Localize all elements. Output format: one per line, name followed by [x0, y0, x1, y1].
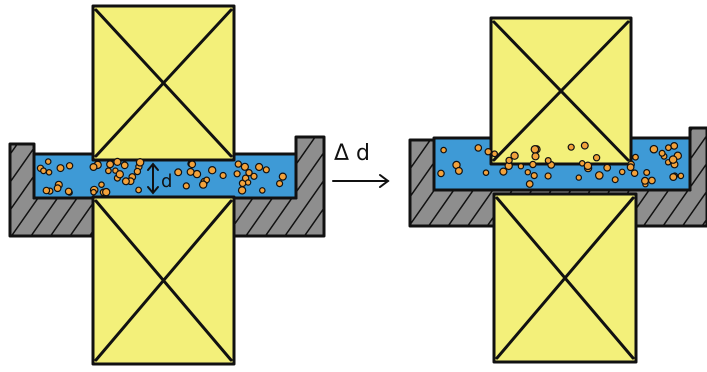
particle — [278, 172, 287, 181]
particle — [474, 144, 483, 152]
particle — [244, 179, 252, 186]
particle — [198, 180, 208, 189]
particle — [583, 161, 593, 171]
particle — [237, 186, 247, 195]
particle — [104, 167, 112, 175]
particle — [530, 172, 538, 180]
particle — [505, 156, 513, 165]
particle — [53, 184, 62, 193]
particle — [42, 186, 51, 195]
particle — [618, 168, 626, 176]
transition-arrow: Δ d — [332, 141, 390, 188]
particle — [258, 187, 266, 194]
gap-indicator: d — [147, 162, 172, 195]
left-top-magnet — [91, 4, 236, 162]
particle — [115, 170, 125, 179]
particle — [643, 169, 651, 177]
left-particles — [36, 157, 287, 197]
particle — [630, 169, 639, 178]
particle — [56, 164, 65, 173]
particle — [233, 170, 241, 178]
particle — [648, 176, 656, 185]
particle — [89, 163, 98, 172]
particle — [510, 151, 519, 160]
particle — [603, 163, 612, 172]
particle — [98, 181, 105, 189]
particle — [677, 172, 685, 180]
particle — [530, 145, 540, 154]
particle — [219, 171, 227, 180]
particle — [665, 144, 672, 152]
particle — [262, 166, 270, 174]
particle — [529, 160, 537, 169]
particle — [135, 186, 143, 194]
particle — [544, 157, 552, 165]
particle — [632, 153, 639, 161]
particle — [40, 167, 47, 175]
particle — [101, 187, 111, 197]
particle — [120, 161, 129, 170]
gap-label: d — [161, 171, 172, 192]
left-configuration: d — [8, 4, 326, 366]
right-configuration — [408, 16, 707, 364]
particle — [531, 152, 540, 161]
particle — [174, 168, 183, 177]
particle — [491, 150, 499, 158]
particle — [575, 174, 583, 181]
particle — [133, 167, 142, 176]
particle — [234, 160, 242, 168]
particle — [207, 165, 217, 175]
particle — [64, 187, 73, 196]
particle — [670, 141, 679, 150]
particle — [669, 173, 678, 182]
left-bottom-magnet — [91, 195, 236, 366]
particle — [245, 168, 253, 177]
particle — [121, 177, 130, 186]
right-top-magnet — [489, 16, 633, 166]
particle — [484, 147, 492, 156]
particle — [65, 162, 74, 170]
particle — [90, 188, 97, 196]
particle — [594, 171, 604, 180]
particle — [517, 162, 525, 170]
particle — [113, 157, 122, 166]
particle — [106, 160, 115, 169]
transition-label: Δ d — [334, 141, 370, 166]
particle — [499, 167, 508, 176]
particle — [649, 144, 659, 154]
particle — [567, 143, 575, 151]
particle — [45, 169, 53, 176]
particle — [182, 182, 190, 190]
particle — [135, 158, 145, 167]
particle — [580, 141, 589, 150]
right-particles — [437, 141, 685, 188]
particle — [240, 162, 249, 171]
particle — [44, 158, 52, 165]
particle — [437, 169, 445, 178]
particle — [640, 176, 649, 185]
particle — [658, 149, 666, 157]
particle — [186, 167, 195, 176]
particle — [482, 169, 490, 177]
right-bottom-magnet — [492, 192, 638, 364]
particle — [250, 172, 258, 180]
particle — [188, 160, 197, 169]
particle — [276, 180, 284, 188]
particle — [611, 176, 619, 184]
particle — [668, 155, 678, 164]
particle — [626, 163, 635, 172]
particle — [440, 146, 447, 154]
particle — [592, 153, 601, 162]
particle — [524, 168, 532, 176]
particle — [454, 166, 463, 175]
particle — [255, 162, 264, 172]
particle — [544, 172, 552, 180]
particle — [525, 180, 534, 188]
